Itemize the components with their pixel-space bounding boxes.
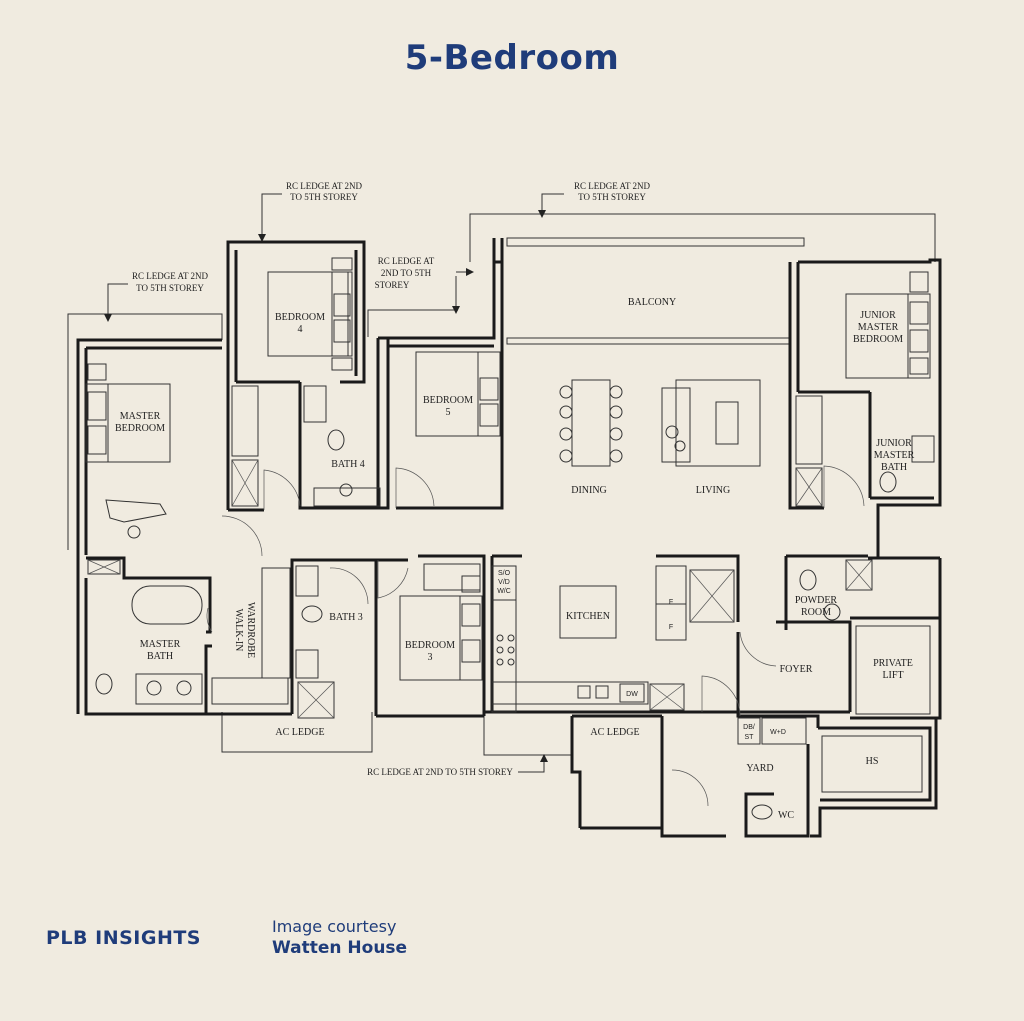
label-bedroom5-2: 5 xyxy=(446,407,451,418)
annotation-rc-bottom: RC LEDGE AT 2ND TO 5TH STOREY xyxy=(367,767,513,777)
label-junior-master-bedroom-3: BEDROOM xyxy=(853,334,903,345)
courtesy-source: Watten House xyxy=(272,938,408,958)
label-junior-master-bedroom-1: JUNIOR xyxy=(860,310,896,321)
image-courtesy: Image courtesy Watten House xyxy=(272,917,407,958)
courtesy-label: Image courtesy xyxy=(272,917,397,936)
label-master-bedroom-1: MASTER xyxy=(120,411,161,422)
brand-logo: PLB INSIGHTS xyxy=(46,927,201,949)
fixture-labels: S/O V/D W/C DW DB/ ST W+D F F xyxy=(497,570,786,741)
label-master-bath-2: BATH xyxy=(147,651,173,662)
label-junior-master-bath-3: BATH xyxy=(881,462,907,473)
annotation-rc-top-right-1: RC LEDGE AT 2ND xyxy=(574,181,651,191)
label-bedroom3-1: BEDROOM xyxy=(405,640,455,651)
room-labels: BALCONY JUNIOR MASTER BEDROOM JUNIOR MAS… xyxy=(115,297,915,821)
label-bedroom3-2: 3 xyxy=(428,652,433,663)
label-dw: DW xyxy=(626,691,638,698)
label-db: DB/ xyxy=(743,724,755,731)
label-junior-master-bath-2: MASTER xyxy=(874,450,915,461)
label-wc: WC xyxy=(778,810,794,821)
label-wc-cab: W/C xyxy=(497,588,511,595)
label-ac-ledge-right: AC LEDGE xyxy=(590,727,639,738)
annotation-rc-mid-1: RC LEDGE AT xyxy=(378,256,435,266)
annotation-rc-top-mid-1: RC LEDGE AT 2ND xyxy=(286,181,363,191)
label-foyer: FOYER xyxy=(780,664,813,675)
annotation-rc-mid-2: 2ND TO 5TH xyxy=(381,268,432,278)
annotation-rc-left-2: TO 5TH STOREY xyxy=(136,283,204,293)
label-bedroom4-2: 4 xyxy=(298,324,303,335)
annotation-rc-left-1: RC LEDGE AT 2ND xyxy=(132,271,209,281)
label-bedroom4-1: BEDROOM xyxy=(275,312,325,323)
label-master-bedroom-2: BEDROOM xyxy=(115,423,165,434)
label-bath3: BATH 3 xyxy=(329,612,363,623)
label-st: ST xyxy=(745,734,755,741)
label-powder-room-2: ROOM xyxy=(801,607,831,618)
label-fridge-2: F xyxy=(669,624,673,631)
label-fridge-1: F xyxy=(669,599,673,606)
label-wd: W+D xyxy=(770,729,786,736)
label-balcony: BALCONY xyxy=(628,297,676,308)
walls xyxy=(76,238,942,838)
annotation-rc-top-mid-2: TO 5TH STOREY xyxy=(290,192,358,202)
label-private-lift-2: LIFT xyxy=(882,670,903,681)
label-junior-master-bath-1: JUNIOR xyxy=(876,438,912,449)
label-junior-master-bedroom-2: MASTER xyxy=(858,322,899,333)
label-ac-ledge-left: AC LEDGE xyxy=(275,727,324,738)
label-bedroom5-1: BEDROOM xyxy=(423,395,473,406)
label-living: LIVING xyxy=(696,485,730,496)
annotation-rc-top-right-2: TO 5TH STOREY xyxy=(578,192,646,202)
furniture xyxy=(85,257,935,820)
leader-arrows xyxy=(104,193,564,773)
label-yard: YARD xyxy=(746,763,773,774)
label-powder-room-1: POWDER xyxy=(795,595,838,606)
label-vd: V/D xyxy=(498,579,510,586)
annotations: RC LEDGE AT 2ND TO 5TH STOREY RC LEDGE A… xyxy=(132,181,651,777)
label-bath4: BATH 4 xyxy=(331,459,365,470)
label-walk-in-wardrobe-2: WARDROBE xyxy=(245,602,256,658)
label-private-lift-1: PRIVATE xyxy=(873,658,913,669)
label-kitchen: KITCHEN xyxy=(566,611,610,622)
label-walk-in-wardrobe-1: WALK-IN xyxy=(233,609,244,652)
label-master-bath-1: MASTER xyxy=(140,639,181,650)
doors xyxy=(206,465,865,807)
annotation-rc-mid-3: STOREY xyxy=(375,280,410,290)
label-hs: HS xyxy=(866,756,879,767)
label-dining: DINING xyxy=(571,485,607,496)
page-title: 5-Bedroom xyxy=(404,38,620,78)
label-so: S/O xyxy=(498,570,511,577)
